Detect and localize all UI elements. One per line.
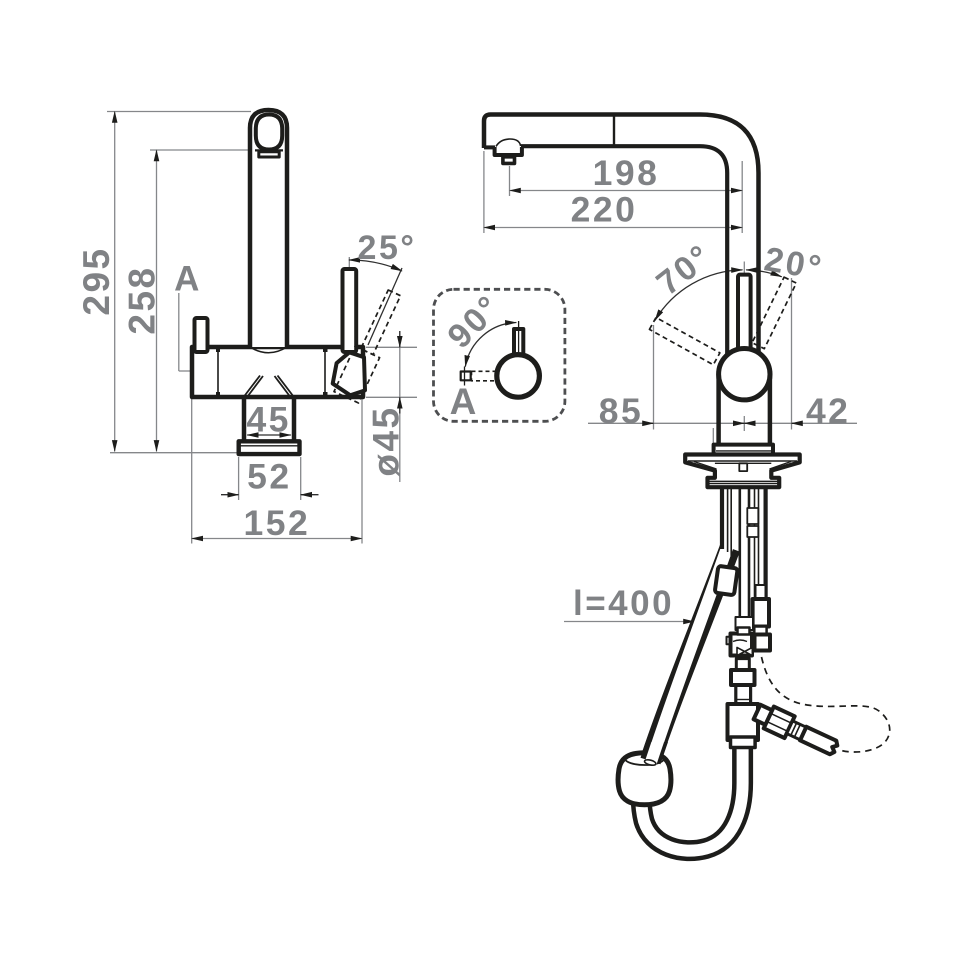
- svg-text:25°: 25°: [358, 229, 417, 267]
- svg-text:295: 295: [76, 246, 117, 315]
- svg-text:45: 45: [246, 400, 291, 440]
- svg-text:A: A: [450, 381, 479, 422]
- svg-text:70°: 70°: [650, 237, 720, 303]
- svg-text:85: 85: [599, 391, 644, 431]
- svg-text:l=400: l=400: [573, 584, 674, 623]
- svg-text:90°: 90°: [440, 287, 509, 356]
- svg-text:52: 52: [247, 457, 292, 497]
- svg-text:258: 258: [121, 265, 162, 334]
- svg-text:152: 152: [244, 503, 311, 543]
- svg-text:A: A: [174, 260, 202, 299]
- svg-text:42: 42: [806, 391, 851, 431]
- svg-text:198: 198: [593, 153, 660, 193]
- svg-text:ø45: ø45: [366, 405, 407, 476]
- svg-text:20°: 20°: [762, 240, 827, 288]
- svg-text:220: 220: [571, 190, 638, 230]
